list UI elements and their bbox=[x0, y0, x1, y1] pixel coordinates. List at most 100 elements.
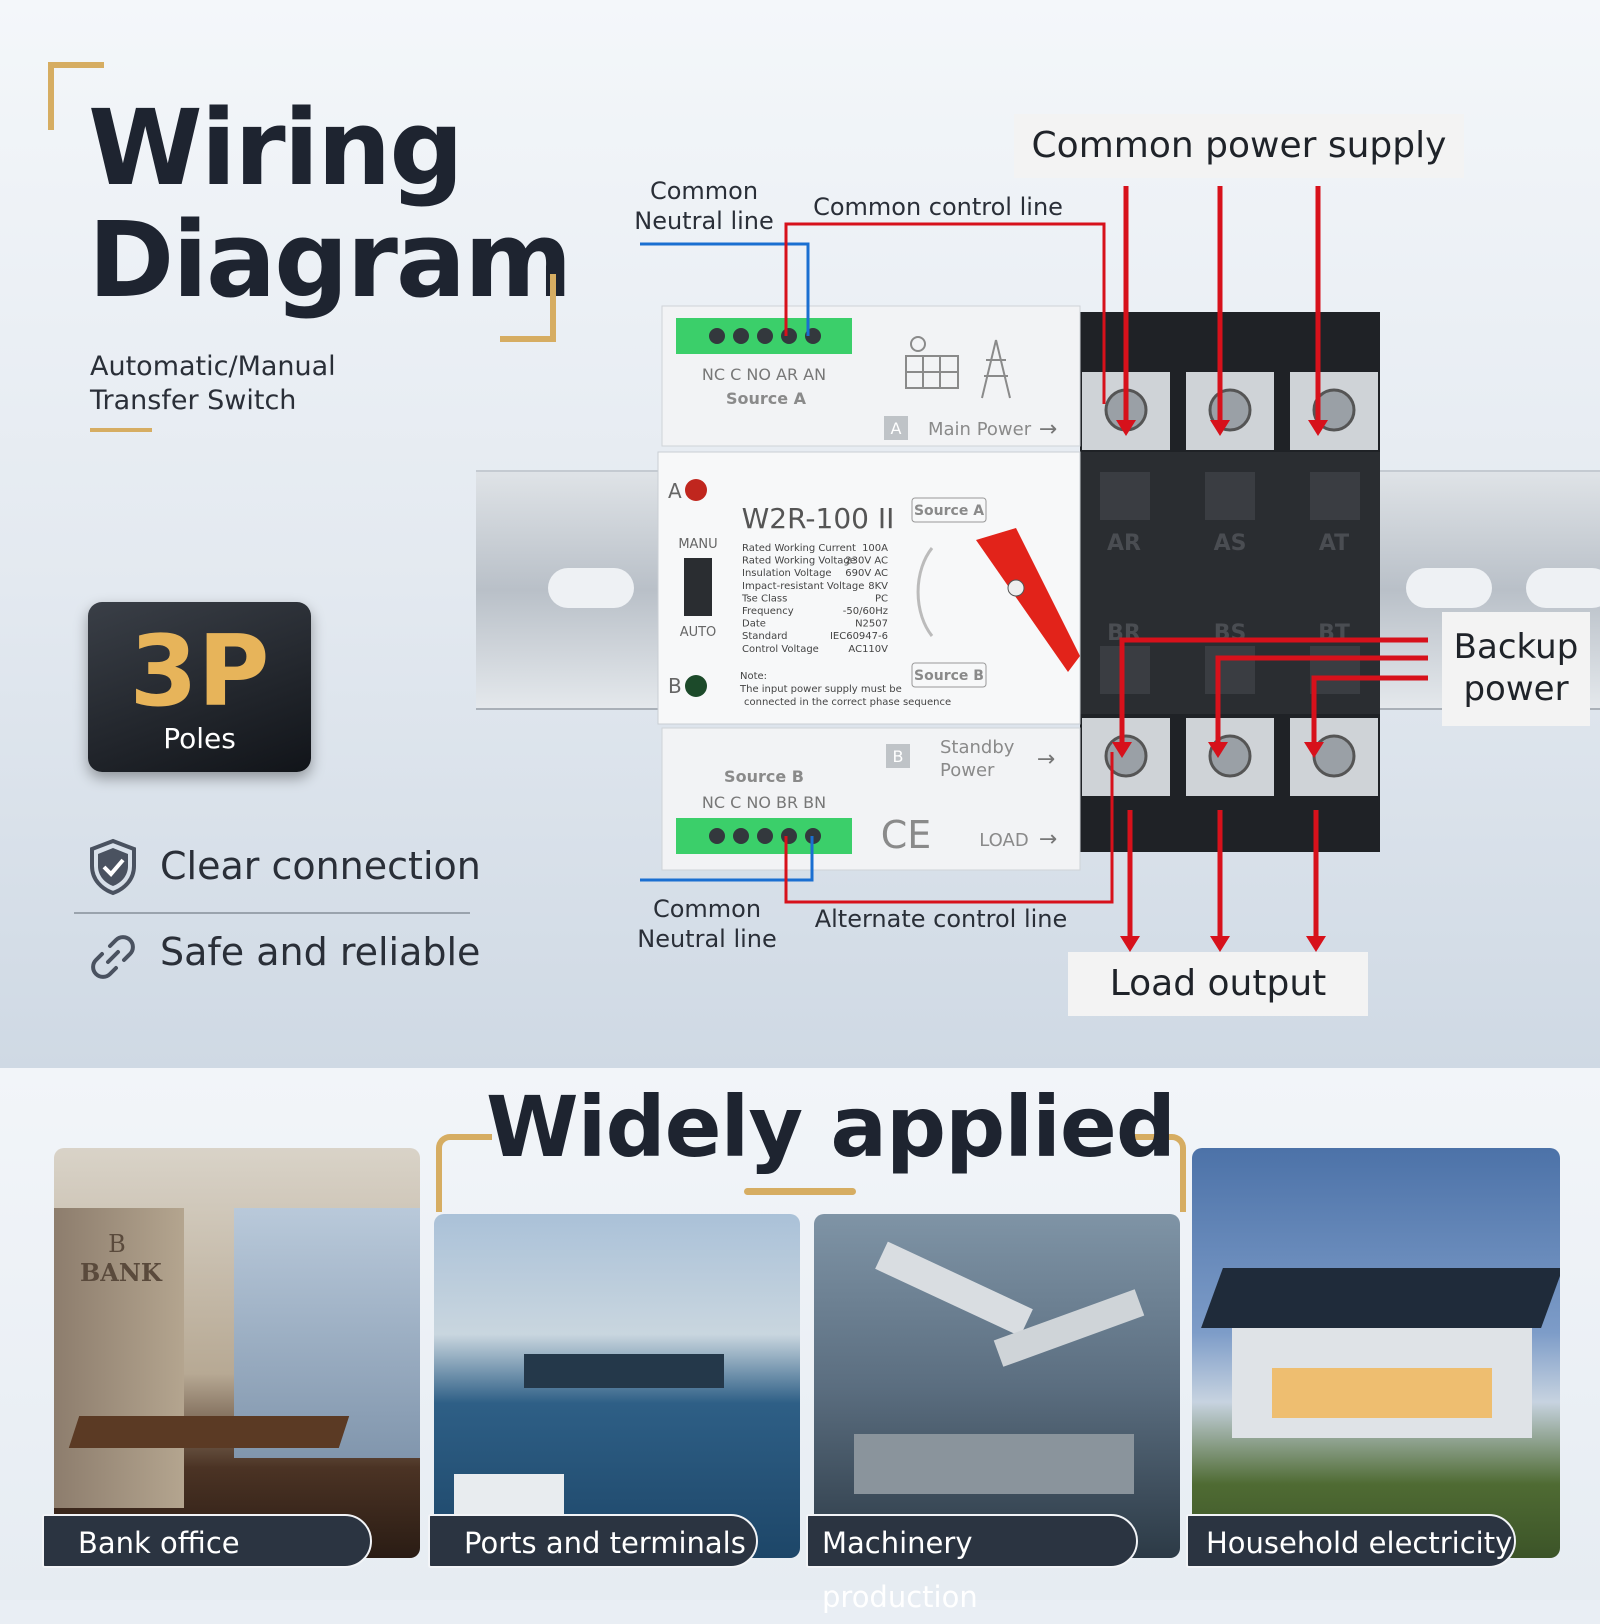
arrow-down-icon bbox=[1304, 742, 1324, 758]
machinery-production-photo bbox=[814, 1214, 1180, 1558]
shield-check-icon bbox=[88, 838, 138, 900]
vent-slot bbox=[1100, 646, 1150, 694]
vent-slot bbox=[1310, 472, 1360, 520]
link-icon bbox=[88, 932, 138, 986]
common-control-wire bbox=[784, 222, 1106, 404]
arrow-right-icon: → bbox=[1039, 827, 1057, 852]
screw-icon bbox=[757, 828, 773, 844]
spec-label: Standard bbox=[742, 631, 788, 642]
neutral-wire-bottom bbox=[640, 836, 814, 882]
page-title: Wiring Diagram bbox=[88, 87, 572, 321]
terminals-top-label: NC C NO AR AN bbox=[702, 365, 826, 384]
manual-auto-switch[interactable] bbox=[684, 558, 712, 616]
rail-slot bbox=[1406, 568, 1492, 608]
led-b-label: B bbox=[668, 674, 682, 698]
vent-slot bbox=[1205, 646, 1255, 694]
bank-sign: B BANK bbox=[80, 1230, 162, 1287]
arrow-down-icon bbox=[1210, 936, 1230, 952]
source-b-chip-frame bbox=[911, 662, 987, 688]
office-wall bbox=[54, 1208, 184, 1508]
power-tower-icon bbox=[981, 339, 1011, 399]
screw-icon bbox=[781, 828, 797, 844]
screw-icon bbox=[757, 328, 773, 344]
note-line-2: connected in the correct phase sequence bbox=[744, 697, 951, 708]
arrow-down-icon bbox=[1112, 742, 1132, 758]
arrow-down-icon bbox=[1208, 742, 1228, 758]
house-windows bbox=[1272, 1368, 1492, 1418]
spec-value: N2507 bbox=[855, 619, 888, 630]
page-subtitle: Automatic/Manual Transfer Switch bbox=[90, 350, 336, 418]
terminals-bottom-label: NC C NO BR BN bbox=[702, 793, 826, 812]
spec-value: 230V AC bbox=[845, 556, 888, 567]
screw-icon bbox=[781, 328, 797, 344]
screw-icon bbox=[709, 828, 725, 844]
ports-terminals-photo bbox=[434, 1214, 800, 1558]
standby-tag: B bbox=[893, 747, 904, 766]
load-output-label: Load output bbox=[1068, 952, 1368, 1016]
pole-at-label: AT bbox=[1319, 531, 1349, 556]
standby-tag-box bbox=[886, 744, 910, 768]
container-ship bbox=[524, 1354, 724, 1388]
common-neutral-top-line-1: Common bbox=[649, 177, 759, 205]
applied-bracket-left bbox=[436, 1134, 492, 1212]
led-a-label: A bbox=[668, 479, 682, 503]
alternate-control-wire bbox=[784, 752, 1114, 904]
common-neutral-top-line-2: Neutral line bbox=[634, 207, 774, 235]
spec-value: 8KV bbox=[868, 581, 888, 592]
bank-office-photo: B BANK bbox=[54, 1148, 420, 1558]
spec-label: Impact-resistant Voltage bbox=[742, 581, 864, 592]
common-control-line-label: Common control line bbox=[813, 193, 1063, 221]
spec-label: Control Voltage bbox=[742, 644, 819, 655]
vent-slot bbox=[1100, 472, 1150, 520]
common-neutral-bottom-label: Common Neutral line bbox=[632, 894, 782, 954]
model-number: W2R-100 II bbox=[742, 502, 895, 535]
ce-mark: CE bbox=[881, 813, 932, 857]
subtitle-line-1: Automatic/Manual bbox=[90, 351, 336, 382]
feature-divider bbox=[74, 912, 470, 914]
source-b-chip: Source B bbox=[914, 668, 984, 684]
robot-arm bbox=[875, 1241, 1033, 1337]
neutral-wire-top bbox=[640, 242, 810, 336]
source-b-label: Source B bbox=[724, 767, 804, 786]
common-neutral-bottom-line-2: Neutral line bbox=[637, 925, 777, 953]
spec-value: PC bbox=[875, 593, 888, 604]
screw-icon bbox=[709, 328, 725, 344]
spec-label: Tse Class bbox=[741, 593, 787, 604]
rail-slot bbox=[548, 568, 634, 608]
spec-value: -50/60Hz bbox=[843, 606, 888, 617]
spec-value: 100A bbox=[862, 543, 888, 554]
backup-wire-s bbox=[1215, 655, 1428, 744]
household-electricity-photo bbox=[1192, 1148, 1560, 1558]
backup-power-line-1: Backup bbox=[1453, 627, 1579, 667]
caption-household-electricity: Household electricity bbox=[1186, 1514, 1516, 1568]
applied-underline bbox=[744, 1188, 856, 1195]
arrow-down-icon bbox=[1210, 420, 1230, 436]
spec-label: Date bbox=[742, 619, 766, 630]
title-line-2: Diagram bbox=[88, 199, 572, 321]
subtitle-line-2: Transfer Switch bbox=[90, 385, 297, 416]
spec-value: 690V AC bbox=[845, 568, 888, 579]
auto-label: AUTO bbox=[680, 625, 717, 640]
handle-pivot bbox=[1007, 579, 1025, 597]
backup-power-line-2: power bbox=[1463, 669, 1569, 709]
led-a-indicator bbox=[685, 479, 707, 501]
arrow-down-icon bbox=[1308, 420, 1328, 436]
machine-base bbox=[854, 1434, 1134, 1494]
alternate-control-line-label: Alternate control line bbox=[814, 905, 1068, 933]
note-line-1: The input power supply must be bbox=[739, 684, 902, 695]
switch-handle[interactable] bbox=[976, 528, 1080, 672]
screw-icon bbox=[733, 828, 749, 844]
standby-label-1: Standby bbox=[940, 737, 1015, 758]
feature-safe-reliable: Safe and reliable bbox=[160, 930, 481, 974]
title-bracket-bottom-right bbox=[500, 274, 556, 342]
caption-bank-office: Bank office bbox=[42, 1514, 372, 1568]
title-line-1: Wiring bbox=[88, 87, 464, 209]
backup-wire-t bbox=[1311, 675, 1428, 744]
main-power-tag-box bbox=[884, 416, 908, 440]
poles-badge: 3P Poles bbox=[88, 602, 311, 772]
arrow-right-icon: → bbox=[1037, 747, 1055, 772]
bank-sign-letter: B bbox=[108, 1230, 126, 1258]
rotate-arrow-icon bbox=[916, 547, 934, 637]
title-bracket-top-left bbox=[48, 62, 104, 130]
